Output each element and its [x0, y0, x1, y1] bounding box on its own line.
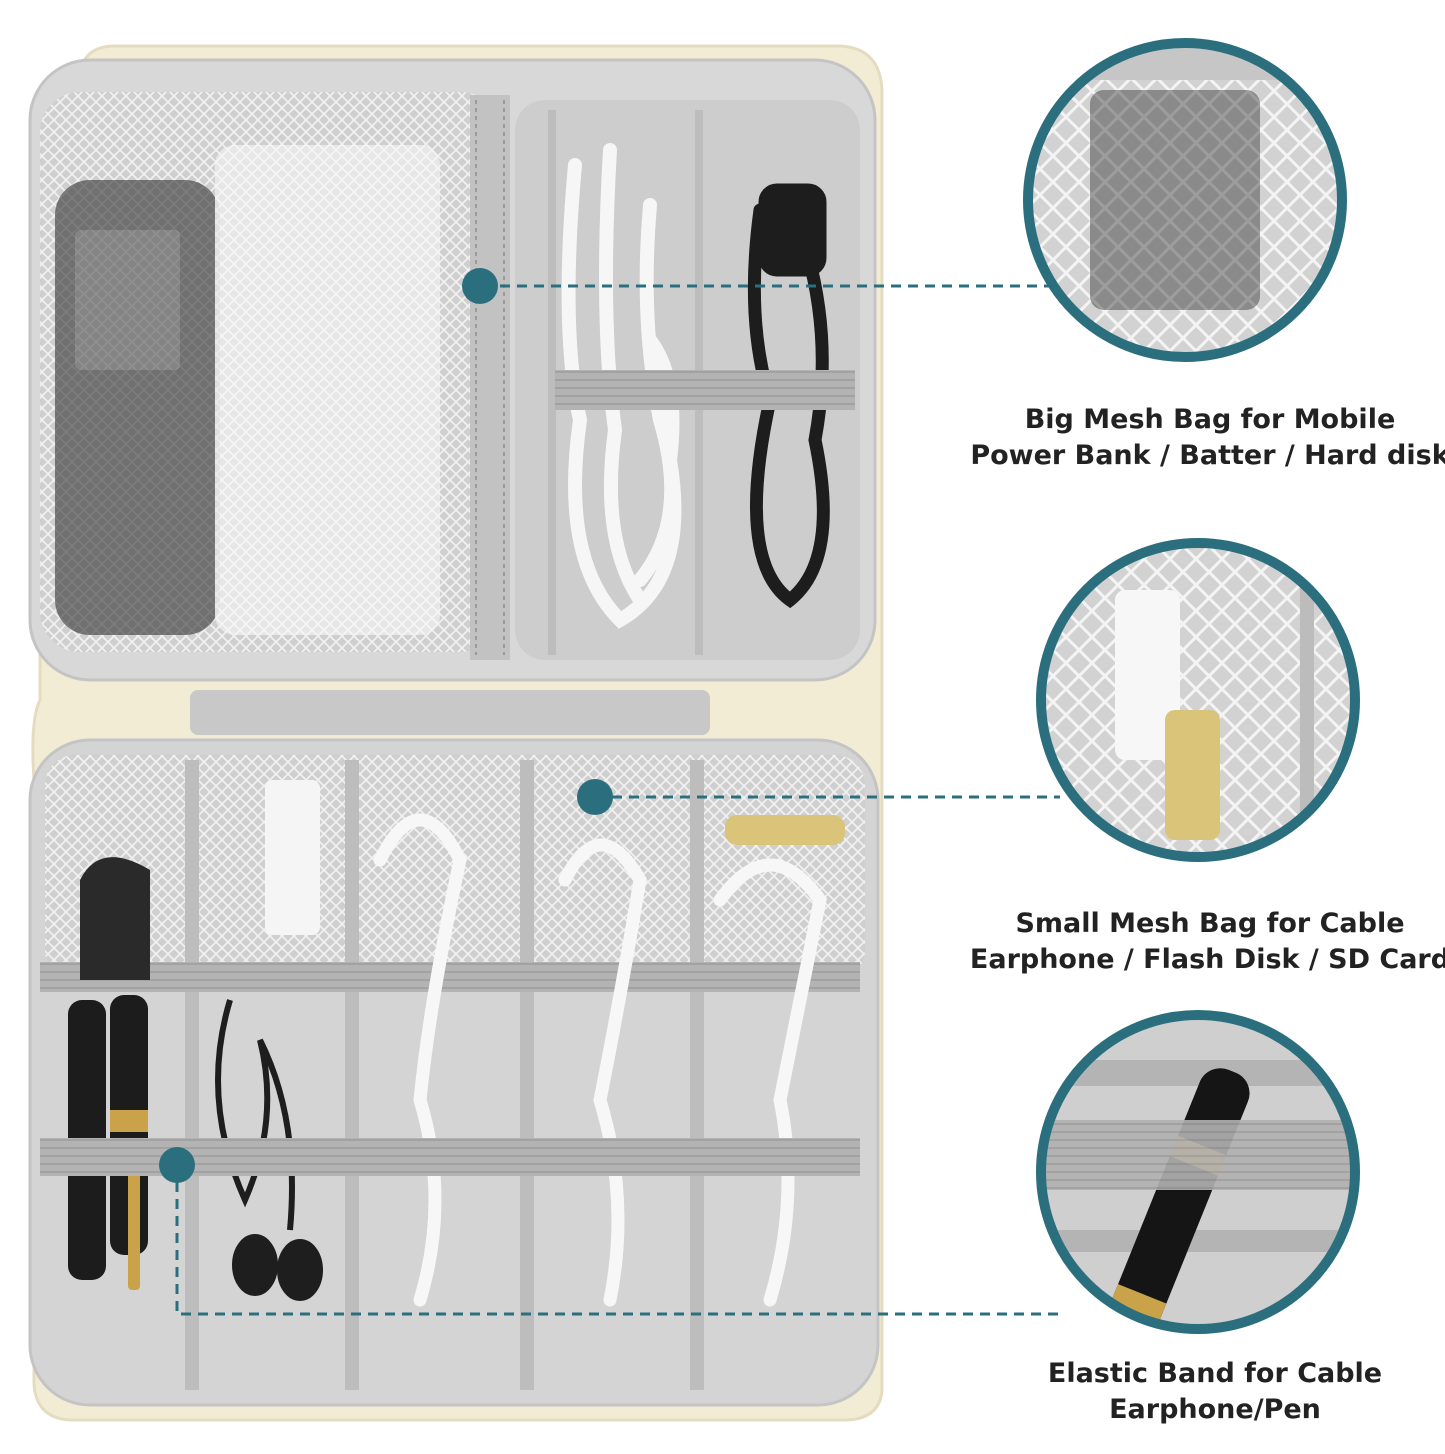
caption-line: Earphone/Pen: [1109, 1394, 1321, 1425]
caption-line: Power Bank / Batter / Hard disk: [970, 440, 1445, 471]
organizer-case: [28, 44, 884, 1422]
caption-line: Small Mesh Bag for Cable: [1015, 908, 1405, 939]
hinge: [190, 690, 710, 735]
zoom-circle-mesh-large: [1023, 38, 1347, 362]
dot-marker-icon: [159, 1147, 195, 1183]
top-panel: [28, 58, 877, 682]
earphones: [215, 999, 323, 1301]
bottom-white-cables: [373, 813, 827, 1307]
bottom-panel: [28, 738, 880, 1407]
caption-elastic-band: Elastic Band for Cable Earphone/Pen: [955, 1356, 1445, 1428]
caption-line: Elastic Band for Cable: [1047, 1358, 1383, 1389]
dot-marker-icon: [462, 268, 498, 304]
black-power-cord: [747, 183, 830, 609]
white-cable-bundle: [561, 143, 682, 629]
dot-marker-icon: [577, 779, 613, 815]
callout-pointers: [159, 268, 1062, 1316]
caption-small-mesh-bag: Small Mesh Bag for Cable Earphone / Flas…: [950, 906, 1445, 978]
caption-line: Earphone / Flash Disk / SD Card: [969, 944, 1445, 975]
caption-big-mesh-bag: Big Mesh Bag for Mobile Power Bank / Bat…: [950, 402, 1445, 474]
dashed-leader-line: [175, 1165, 1060, 1316]
zoom-circle-elastic-band: [1036, 1010, 1360, 1334]
top-elastic-band: [555, 370, 855, 410]
caption-line: Big Mesh Bag for Mobile: [1024, 404, 1396, 435]
zoom-circle-mesh-small: [1036, 538, 1360, 862]
